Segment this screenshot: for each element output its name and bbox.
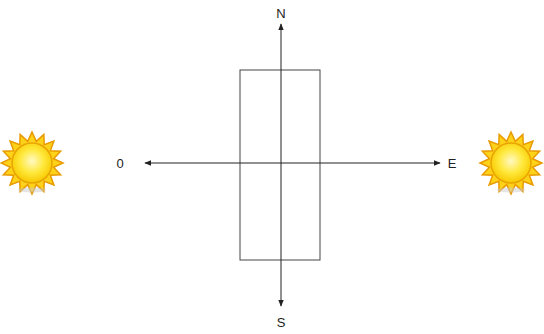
direction-label: 0	[116, 157, 123, 170]
direction-label: E	[448, 157, 457, 170]
north-south-axis	[281, 24, 282, 306]
sun-disc	[491, 143, 531, 183]
sun-rays	[1, 132, 63, 194]
sun-icon	[480, 132, 542, 194]
direction-label: N	[276, 7, 285, 20]
west-east-axis	[145, 163, 440, 164]
sun-shadow	[18, 188, 46, 193]
sun-disc	[12, 143, 52, 183]
sun-rays	[480, 132, 542, 194]
sun-icon	[1, 132, 63, 194]
building-outline	[240, 70, 320, 260]
sun-shadow	[497, 188, 525, 193]
direction-label: S	[277, 316, 286, 329]
